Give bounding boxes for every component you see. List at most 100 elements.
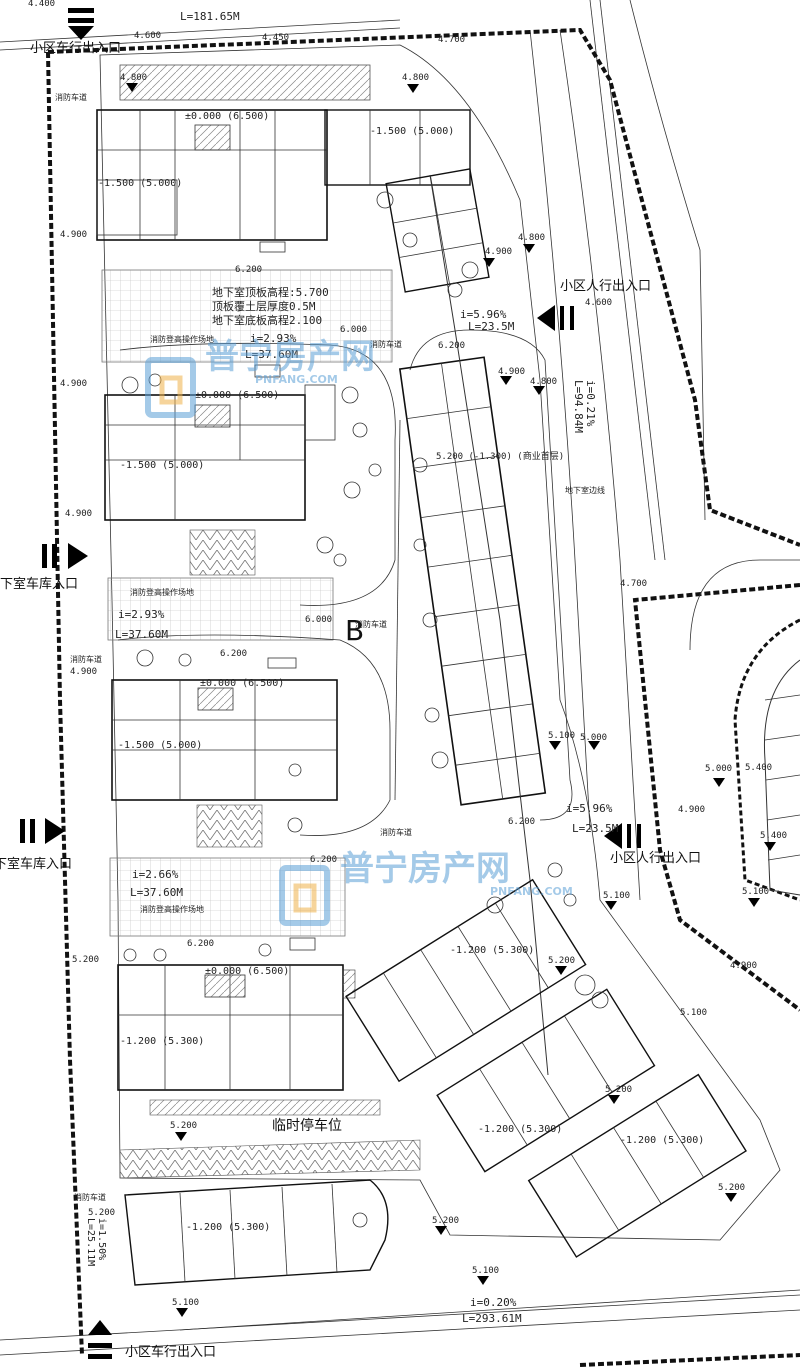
soil-thickness: 顶板覆土层厚度0.5M	[212, 299, 316, 313]
building-2	[104, 364, 336, 521]
block-letter: B	[345, 614, 364, 647]
svg-text:4.900: 4.900	[498, 367, 525, 377]
left-slope: i=1.50%	[96, 1218, 107, 1260]
svg-text:4.900: 4.900	[60, 230, 87, 240]
svg-text:6.200: 6.200	[310, 855, 337, 865]
site1-length: L=37.60M	[245, 348, 298, 361]
annotations: 小区车行出入口 小区人行出入口 下室车库入口 下室车库入口 小区人行出入口 小区…	[0, 0, 787, 1360]
svg-text:6.000: 6.000	[340, 325, 367, 335]
fire-lane-6: 消防车道	[74, 1192, 106, 1202]
commercial-strip	[398, 356, 547, 806]
svg-text:6.200: 6.200	[187, 939, 214, 949]
fire-lane-2: 消防车道	[370, 339, 402, 349]
svg-text:4.700: 4.700	[438, 35, 465, 45]
trees	[121, 191, 609, 1228]
svg-text:4.800: 4.800	[530, 377, 557, 387]
svg-text:普宁房产网: 普宁房产网	[340, 849, 510, 889]
vehicle-entrance-bottom: 小区车行出入口	[125, 1344, 216, 1360]
svg-text:6.200: 6.200	[235, 265, 262, 275]
svg-text:4.900: 4.900	[678, 805, 705, 815]
temp-parking-label: 临时停车位	[272, 1117, 342, 1134]
svg-text:普宁房产网: 普宁房产网	[205, 337, 375, 377]
neighbor-buildings	[689, 559, 800, 902]
shop-ground-label: 5.200 (-1.300) (商业首层)	[436, 450, 564, 462]
svg-text:5.400: 5.400	[745, 763, 772, 773]
vehicle-entrance-top: 小区车行出入口	[30, 40, 121, 56]
svg-text:4.800: 4.800	[120, 73, 147, 83]
pedestrian-entrance-bottom: 小区人行出入口	[610, 851, 701, 866]
svg-text:5.100: 5.100	[603, 891, 630, 901]
watermark-1: 普宁房产网 PNFANG.COM	[145, 337, 375, 418]
svg-text:6.200: 6.200	[438, 341, 465, 351]
svg-text:4.900: 4.900	[730, 961, 757, 971]
svg-text:4.900: 4.900	[60, 379, 87, 389]
building-3	[111, 657, 338, 801]
svg-text:5.100: 5.100	[680, 1008, 707, 1018]
svg-text:4.900: 4.900	[70, 667, 97, 677]
shops-diagonal-2	[436, 988, 656, 1173]
shop-base-c: -1.200 (5.300)	[620, 1135, 704, 1146]
svg-text:4.600: 4.600	[134, 31, 161, 41]
b2-base: -1.500 (5.000)	[120, 460, 204, 471]
garage-entrance-2: 下室车库入口	[0, 856, 72, 872]
svg-text:PNFANG.COM: PNFANG.COM	[490, 885, 573, 898]
svg-text:4.800: 4.800	[518, 233, 545, 243]
fire-rescue-site-2	[107, 577, 334, 641]
right-slope: i=0.21%	[584, 380, 597, 427]
b3-base: -1.500 (5.000)	[118, 740, 202, 751]
svg-text:4.700: 4.700	[620, 579, 647, 589]
svg-text:PNFANG.COM: PNFANG.COM	[255, 373, 338, 386]
site-boundary-right	[632, 583, 800, 1012]
site3-length: L=37.60M	[130, 886, 183, 899]
fire-lane-1: 消防车道	[55, 92, 87, 102]
ramp1-slope: i=5.96%	[460, 308, 507, 321]
fire-lane-4: 消防车道	[70, 654, 102, 664]
svg-text:6.200: 6.200	[508, 817, 535, 827]
building-top-right	[385, 168, 490, 293]
fire-site-label-1: 消防登高操作场地	[150, 334, 214, 344]
site-boundary	[47, 27, 800, 547]
top-length: L=181.65M	[180, 10, 240, 23]
b1-level: ±0.000 (6.500)	[185, 111, 269, 122]
bottom-length: L=293.61M	[462, 1312, 522, 1325]
svg-text:5.200: 5.200	[72, 955, 99, 965]
shops-diagonal-3	[527, 1073, 747, 1258]
fire-site-label-2: 消防登高操作场地	[130, 587, 194, 597]
svg-text:4.900: 4.900	[485, 247, 512, 257]
svg-text:5.100: 5.100	[548, 731, 575, 741]
svg-text:6.200: 6.200	[220, 649, 247, 659]
building-4	[117, 937, 356, 1091]
shop-base-a: -1.200 (5.300)	[450, 945, 534, 956]
site-boundary-left	[46, 51, 84, 1356]
svg-text:5.000: 5.000	[580, 733, 607, 743]
elevation-markers	[126, 83, 776, 1317]
site1-slope: i=2.93%	[250, 332, 297, 345]
bottom-slope: i=0.20%	[470, 1296, 517, 1309]
building-1	[96, 109, 471, 253]
svg-text:5.400: 5.400	[760, 831, 787, 841]
ramp2-length: L=23.5M	[572, 822, 619, 835]
top-right-base: -1.500 (5.000)	[370, 126, 454, 137]
left-length: L=25.11M	[85, 1218, 96, 1266]
b3-level: ±0.000 (6.500)	[200, 678, 284, 689]
b1-base: -1.500 (5.000)	[98, 178, 182, 189]
ramp1-length: L=23.5M	[468, 320, 515, 333]
site3-slope: i=2.66%	[132, 868, 179, 881]
svg-text:5.100: 5.100	[172, 1298, 199, 1308]
svg-text:4.400: 4.400	[28, 0, 55, 9]
svg-text:4.800: 4.800	[402, 73, 429, 83]
svg-text:5.100: 5.100	[742, 887, 769, 897]
svg-text:5.000: 5.000	[705, 764, 732, 774]
shop-base-d: -1.200 (5.300)	[186, 1222, 270, 1233]
fire-site-label-3: 消防登高操作场地	[140, 904, 204, 914]
svg-text:5.200: 5.200	[432, 1216, 459, 1226]
svg-text:5.200: 5.200	[718, 1183, 745, 1193]
shop-base-b: -1.200 (5.300)	[478, 1124, 562, 1135]
svg-text:5.200: 5.200	[605, 1085, 632, 1095]
right-length: L=94.84M	[572, 380, 585, 433]
b4-level: ±0.000 (6.500)	[205, 966, 289, 977]
svg-text:4.900: 4.900	[65, 509, 92, 519]
svg-text:4.600: 4.600	[585, 298, 612, 308]
site2-length: L=37.60M	[115, 628, 168, 641]
